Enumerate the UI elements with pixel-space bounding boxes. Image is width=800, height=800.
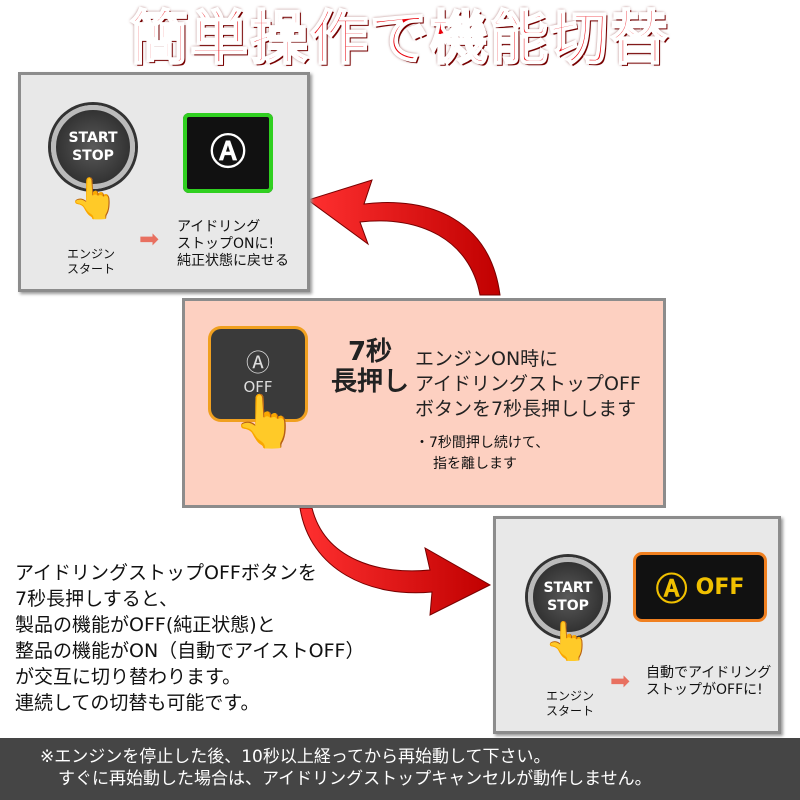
note-text: ・7秒間押し続けて、指を離します [415, 435, 550, 472]
off-label: OFF [243, 378, 273, 396]
start-label: START [68, 130, 118, 146]
engine-start-label: エンジンスタート [546, 689, 595, 718]
result-text: アイドリングストップONに!純正状態に戻せる [177, 219, 289, 269]
start-stop-button: START STOP [528, 557, 608, 637]
hand-pointer-icon: 👆 [69, 176, 119, 222]
idle-stop-off-button: Ⓐ OFF [211, 329, 305, 419]
start-stop-button: START STOP [51, 105, 135, 189]
engine-start-label: エンジンスタート [67, 247, 116, 276]
start-label: START [543, 580, 593, 596]
page-title: 簡単操作で機能切替 [129, 3, 670, 73]
arrow-right-icon: ➡ [610, 667, 631, 695]
hand-pointer-icon: 👆 [544, 619, 592, 663]
idle-stop-on-indicator-icon: Ⓐ [183, 113, 273, 193]
stop-label: STOP [72, 148, 114, 164]
hand-pointer-icon: 👆 [233, 392, 298, 452]
auto-a-icon: Ⓐ [655, 570, 688, 608]
result-text: 自動でアイドリングストップがOFFに! [646, 665, 772, 698]
auto-a-icon: Ⓐ [246, 349, 270, 377]
stop-label: STOP [547, 598, 589, 614]
arrow-down-right [299, 507, 492, 616]
footer-notice: ※エンジンを停止した後、10秒以上経ってから再始動して下さい。すぐに再始動した場… [0, 738, 800, 800]
arrow-up-left [306, 179, 501, 296]
panel-start-reset: START STOP 👆 エンジンスタート Ⓐ ➡ アイドリングストップONに!… [18, 72, 310, 292]
seven-sec-long-press: 7秒長押し [331, 337, 410, 397]
arrow-right-icon: ➡ [139, 225, 160, 253]
